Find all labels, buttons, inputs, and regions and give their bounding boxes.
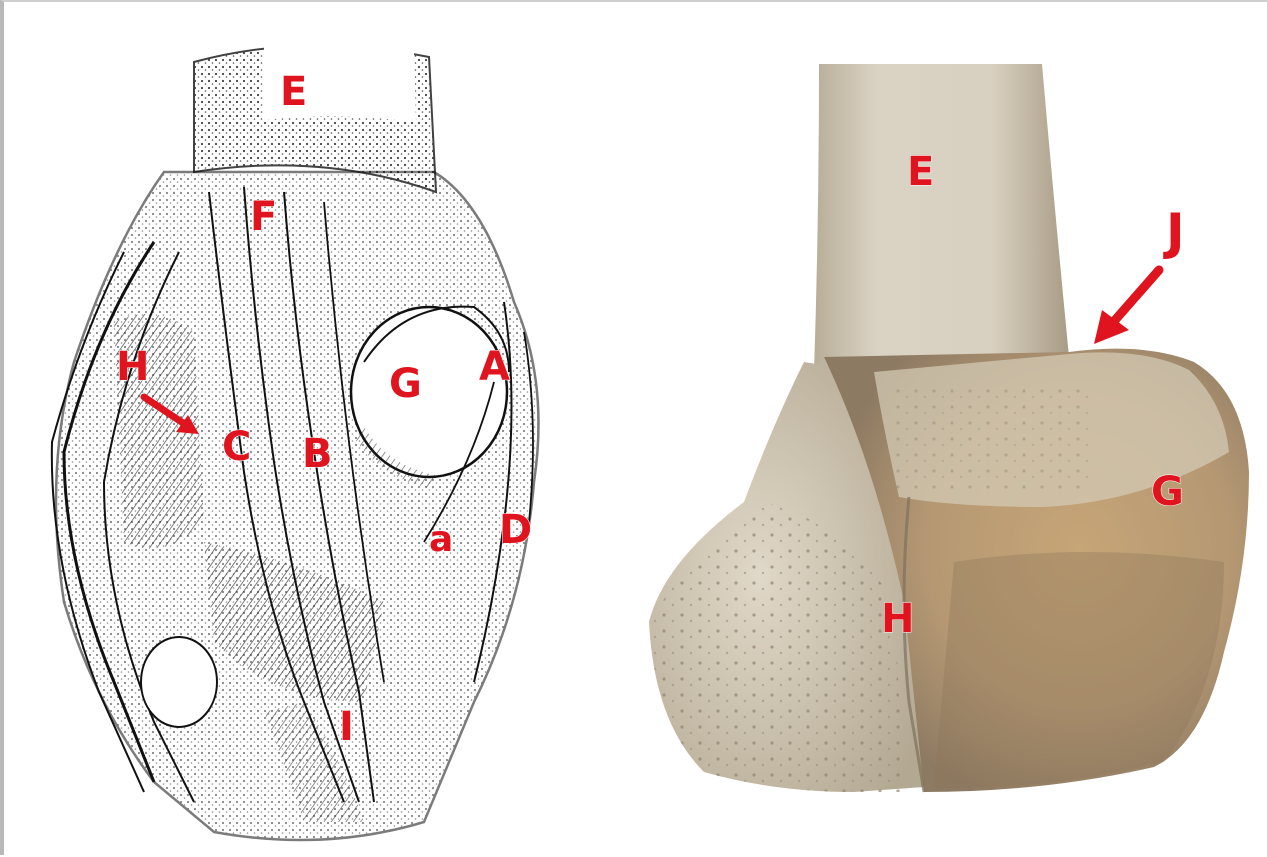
label-E-right: E xyxy=(907,152,934,192)
label-E: E xyxy=(280,72,307,112)
label-G: G xyxy=(389,364,422,404)
bone-photo-panel: E J G H xyxy=(624,2,1267,857)
arrow-j xyxy=(1109,270,1159,327)
label-C: C xyxy=(222,427,251,467)
knee-drawing-illustration xyxy=(4,2,624,857)
label-A: A xyxy=(479,347,510,387)
distal-femur-bone-image xyxy=(624,2,1267,857)
label-I: I xyxy=(339,707,354,747)
label-J: J xyxy=(1166,207,1185,257)
label-a: a xyxy=(429,522,453,558)
label-H: H xyxy=(116,347,149,387)
label-F: F xyxy=(250,197,277,237)
label-G-right: G xyxy=(1151,472,1184,512)
label-D: D xyxy=(499,510,532,550)
knee-drawing-panel: E F H C B G A D a I xyxy=(4,2,624,857)
label-H-right: H xyxy=(881,599,914,639)
label-B: B xyxy=(302,434,333,474)
